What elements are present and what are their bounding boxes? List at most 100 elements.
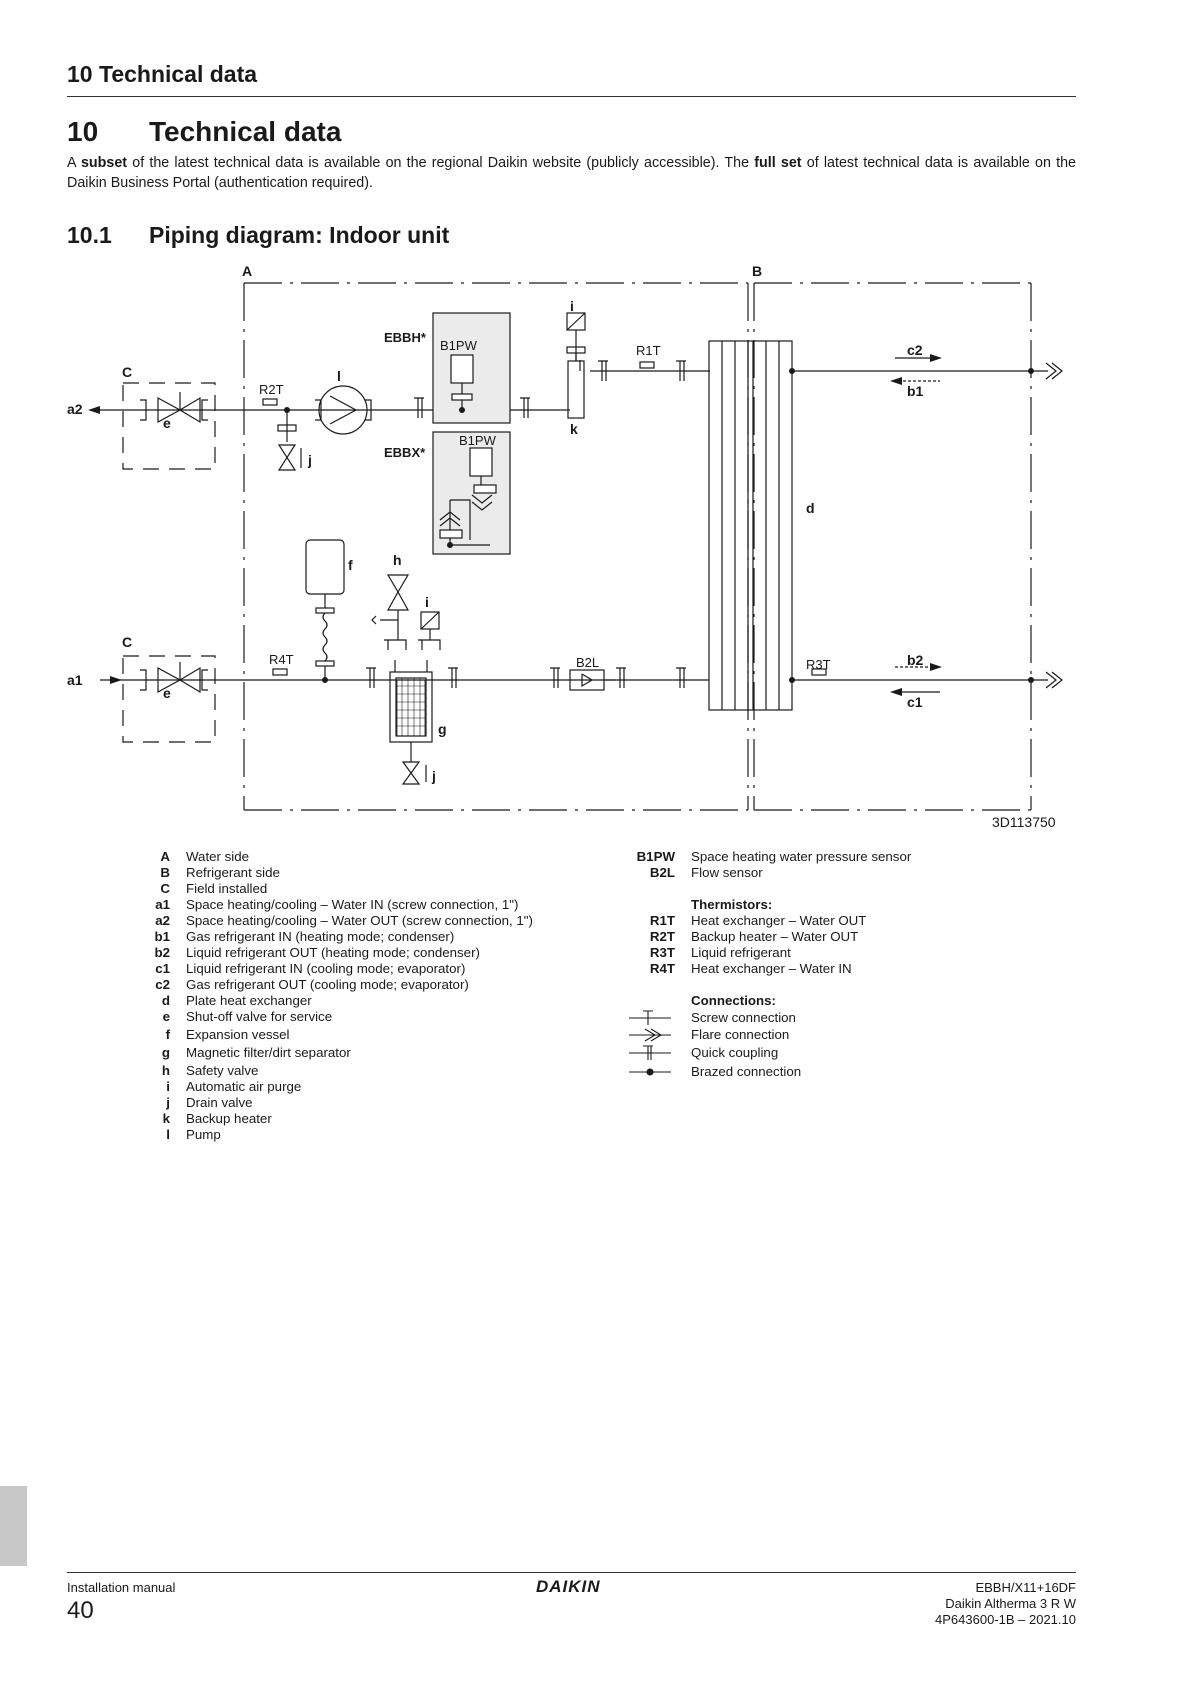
footer-model: EBBH/X11+16DF [975,1580,1076,1595]
drawing-number: 3D113750 [992,814,1056,830]
legend-text: Flare connection [691,1027,790,1042]
legend-key: i [166,1079,170,1094]
legend-key: c1 [155,961,170,976]
label-a1: a1 [67,672,83,688]
legend-key: d [161,993,170,1008]
piping-diagram: A B C C a2 a1 e e R2T R4T l j j EBBH* EB… [67,263,1063,830]
label-EBBH: EBBH* [384,330,427,345]
plate-heat-exchanger-d [708,340,793,711]
label-C-top: C [122,364,132,380]
field-installed-box [122,382,216,743]
label-e-top: e [163,415,171,431]
label-i-bottom: i [425,594,429,610]
footer-doc-type: Installation manual [67,1580,176,1595]
label-R1T: R1T [636,343,661,358]
legend-key: B [160,865,170,880]
label-j-top: j [307,452,312,468]
legend-text: Shut-off valve for service [186,1009,333,1024]
footer-ref: 4P643600-1B – 2021.10 [935,1612,1076,1627]
label-B2L: B2L [576,655,599,670]
subsection-number: 10.1 [67,222,112,248]
label-b1: b1 [907,383,924,399]
connections-title: Connections: [691,993,776,1008]
legend-key: g [161,1045,170,1060]
intro-paragraph: A subset of the latest technical data is… [67,153,1076,193]
label-R2T: R2T [259,382,284,397]
header-rule [67,96,1076,97]
air-purge-top [566,312,586,331]
intro-text: of latest technical data is available on… [67,155,1076,191]
legend-text: Backup heater [186,1111,272,1126]
legend-text: Liquid refrigerant [691,945,791,960]
backup-heater-k [567,360,585,419]
legend-text: Water side [186,849,250,864]
legend-text: Liquid refrigerant IN (cooling mode; eva… [186,961,466,976]
legend-key: a1 [155,897,170,912]
legend-text: Heat exchanger – Water IN [691,961,852,976]
legend-row: b2 Liquid refrigerant OUT (heating mode; … [150,945,533,961]
section-heading: 10 Technical data [67,116,341,148]
label-EBBX: EBBX* [384,445,426,460]
label-j-bottom: j [431,768,436,784]
label-f: f [348,557,353,573]
label-g: g [438,721,447,737]
boundary-water-side [243,282,1032,811]
thermistors-title: Thermistors: [691,897,773,912]
legend-text: Backup heater – Water OUT [691,929,859,944]
running-header: 10 Technical data [67,61,258,87]
legend-text: Space heating/cooling – Water IN (screw … [186,897,519,912]
legend-text: Drain valve [186,1095,253,1110]
label-k: k [570,421,578,437]
legend-text: Refrigerant side [186,865,280,880]
footer-product-info: EBBH/X11+16DF Daikin Altherma 3 R W 4P64… [935,1580,1076,1628]
legend-text: Screw connection [691,1009,796,1025]
label-B: B [752,263,762,279]
legend-row: i Automatic air purge [150,1079,533,1095]
label-a2: a2 [67,401,83,417]
footer-rule [67,1572,1076,1573]
footer-product: Daikin Altherma 3 R W [945,1596,1076,1611]
legend-text: Gas refrigerant OUT (cooling mode; evapo… [186,977,469,992]
label-B1PW-bottom: B1PW [459,433,497,448]
legend-row: a1 Space heating/cooling – Water IN (scre… [150,897,533,913]
daikin-logo: DAIKIN [536,1577,601,1596]
legend-text: Magnetic filter/dirt separator [186,1045,351,1060]
intro-bold-subset: subset [80,155,128,171]
legend-key: R1T [649,913,675,928]
section-title: Technical data [149,116,342,147]
intro-text: of the latest technical data is availabl… [127,155,755,171]
legend-key: B2L [649,865,675,880]
legend-text: Space heating water pressure sensor [691,849,912,864]
legend-key: b2 [154,945,170,960]
legend-text: Expansion vessel [186,1027,290,1042]
legend-key: C [160,881,170,896]
legend-row: B Refrigerant side [150,865,533,881]
label-i-top: i [570,298,574,314]
label-c1: c1 [907,694,923,710]
legend-key: A [160,849,170,864]
intro-text: A [67,155,81,171]
flare-connection-icon [629,1028,671,1042]
section-number: 10 [67,116,99,147]
legend-row: C Field installed [150,881,533,897]
legend-text: Field installed [186,881,268,896]
chapter-tab [0,1486,27,1566]
legend-text: Liquid refrigerant OUT (heating mode; co… [186,945,480,960]
label-b2: b2 [907,652,924,668]
intro-bold-full-set: full set [754,155,802,171]
legend-key: R4T [649,961,675,976]
legend-text: Automatic air purge [186,1079,302,1094]
legend-text: Pump [186,1127,221,1142]
legend-text: Heat exchanger – Water OUT [691,913,867,928]
legend-text: Brazed connection [691,1064,802,1079]
label-l: l [337,368,341,384]
legend-key: c2 [155,977,170,992]
brazed-connection-icon [629,1068,671,1076]
